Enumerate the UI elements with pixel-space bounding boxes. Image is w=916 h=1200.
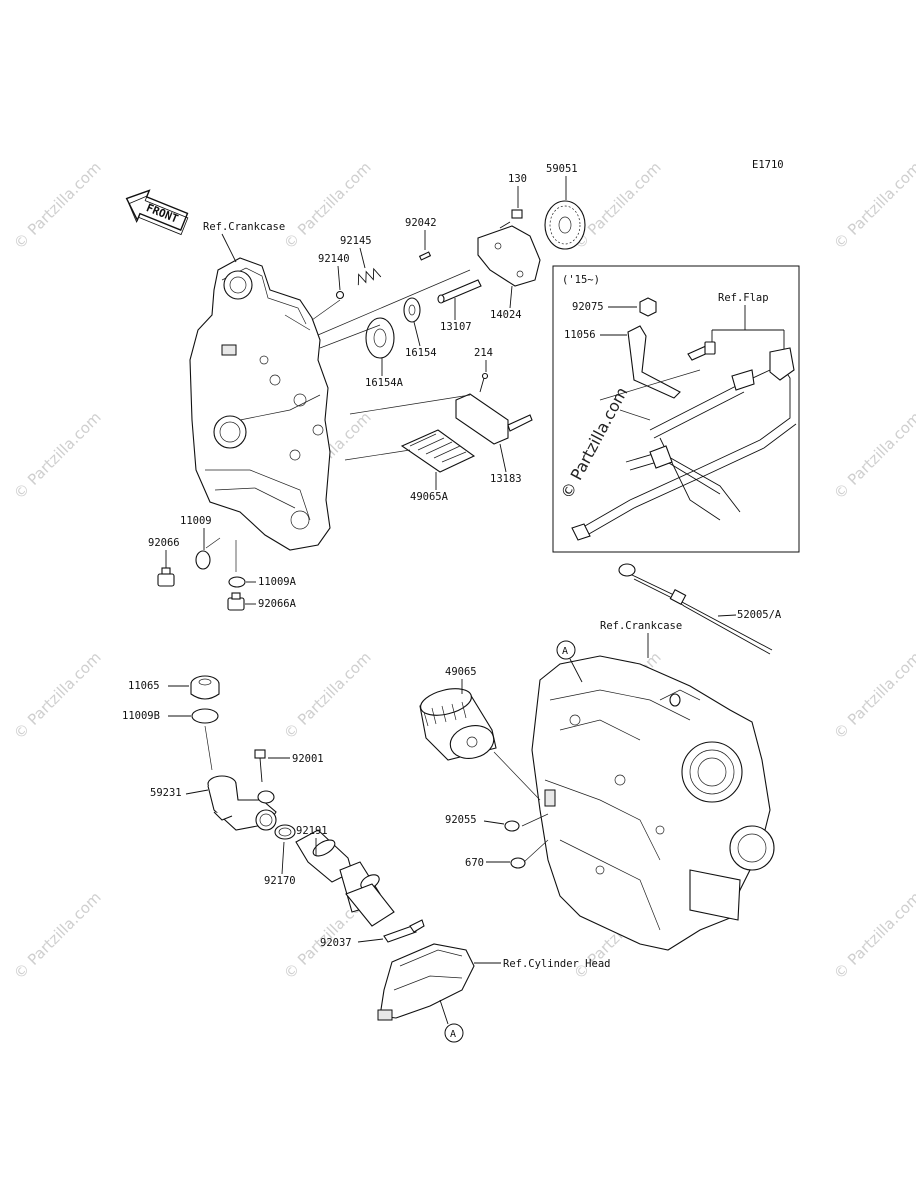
strainer-49065A-illustration: [400, 429, 476, 473]
svg-text:A: A: [450, 1029, 456, 1040]
callout-59051: 59051: [546, 163, 578, 175]
callout-52005: 52005/A: [737, 609, 782, 621]
watermark: © Partzilla.com: [570, 158, 665, 253]
clamp-92170-illustration: [274, 824, 296, 840]
crankcase-cover-illustration: [189, 257, 331, 551]
shaft-13107-illustration: [437, 279, 482, 304]
watermark: © Partzilla.com: [10, 158, 105, 253]
oring-92055-illustration: [504, 820, 520, 832]
plug-92066-illustration: [157, 567, 175, 587]
bolt-130-illustration: [499, 209, 523, 229]
callout-214: 214: [474, 347, 493, 359]
callout-92140: 92140: [318, 253, 350, 265]
filler-neck-59231-illustration: [207, 775, 277, 831]
watermark: © Partzilla.com: [830, 888, 916, 983]
diagram-code: E1710: [752, 159, 784, 171]
oil-filter-49065-illustration: [419, 688, 497, 761]
front-arrow-icon: FRONT: [125, 189, 189, 236]
callout-92066A: 92066A: [258, 598, 297, 610]
oring-670-illustration: [510, 857, 526, 869]
callout-14024: 14024: [490, 309, 522, 321]
callout-92145: 92145: [340, 235, 372, 247]
watermark: © Partzilla.com: [830, 648, 916, 743]
plate-14024-illustration: [477, 225, 541, 287]
callout-670: 670: [465, 857, 484, 869]
watermark: © Partzilla.com: [10, 888, 105, 983]
callout-16154: 16154: [405, 347, 437, 359]
rotor-16154A-illustration: [365, 317, 395, 359]
callout-13107: 13107: [440, 321, 472, 333]
callout-ref-crankcase-top: Ref.Crankcase: [203, 221, 285, 233]
pin-92042-illustration: [418, 251, 432, 261]
inset-panel: ('15~) Ref.Flap 92075 11056 © Partzilla.…: [552, 265, 800, 553]
bolt-92001-illustration: [254, 749, 266, 783]
callout-59231: 59231: [150, 787, 182, 799]
crankcase-illustration: [531, 655, 775, 951]
plate-13183-illustration: [455, 393, 533, 445]
callout-92075: 92075: [572, 301, 604, 313]
callout-11009B: 11009B: [122, 710, 160, 722]
watermark: © Partzilla.com: [10, 408, 105, 503]
callout-49065A: 49065A: [410, 491, 449, 503]
callout-92042: 92042: [405, 217, 437, 229]
watermark: © Partzilla.com: [830, 408, 916, 503]
gasket-11009B-illustration: [191, 708, 219, 724]
callout-92037: 92037: [320, 937, 352, 949]
callout-92066: 92066: [148, 537, 180, 549]
callout-11065: 11065: [128, 680, 160, 692]
screw-214-illustration: [479, 372, 489, 393]
callout-92191: 92191: [296, 825, 328, 837]
inset-ref-flap: Ref.Flap: [718, 292, 769, 304]
rotor-16154-illustration: [403, 297, 421, 323]
gasket-11009-illustration: [195, 550, 211, 570]
callout-92055: 92055: [445, 814, 477, 826]
marker-a-bottom: A: [439, 999, 464, 1043]
callout-13183: 13183: [490, 473, 522, 485]
watermark: © Partzilla.com: [280, 648, 375, 743]
cylinder-head-part-illustration: [377, 943, 475, 1021]
plug-92066A-illustration: [227, 592, 245, 611]
spring-92145-illustration: [357, 267, 382, 286]
callout-92001: 92001: [292, 753, 324, 765]
tube-92037-illustration: [383, 919, 425, 943]
callout-130: 130: [508, 173, 527, 185]
hose-92191-illustration: [295, 829, 395, 927]
callout-49065: 49065: [445, 666, 477, 678]
nut-92075-illustration: [639, 297, 657, 317]
dipstick-52005-illustration: [618, 563, 773, 655]
cap-11065-illustration: [190, 675, 220, 700]
svg-text:A: A: [562, 646, 568, 657]
callout-11009: 11009: [180, 515, 212, 527]
marker-a-top: A: [556, 640, 583, 683]
callout-16154A: 16154A: [365, 377, 404, 389]
gasket-11009A-illustration: [228, 576, 246, 588]
watermark: © Partzilla.com: [10, 648, 105, 743]
inset-title: ('15~): [562, 274, 600, 286]
callout-92170: 92170: [264, 875, 296, 887]
callout-ref-crankcase-bottom: Ref.Crankcase: [600, 620, 682, 632]
watermark: © Partzilla.com: [830, 158, 916, 253]
ball-92140-illustration: [335, 290, 345, 300]
callout-11009A: 11009A: [258, 576, 297, 588]
callout-11056: 11056: [564, 329, 596, 341]
gear-59051-illustration: [544, 200, 586, 250]
callout-ref-cylinder-head: Ref.Cylinder Head: [503, 958, 610, 970]
